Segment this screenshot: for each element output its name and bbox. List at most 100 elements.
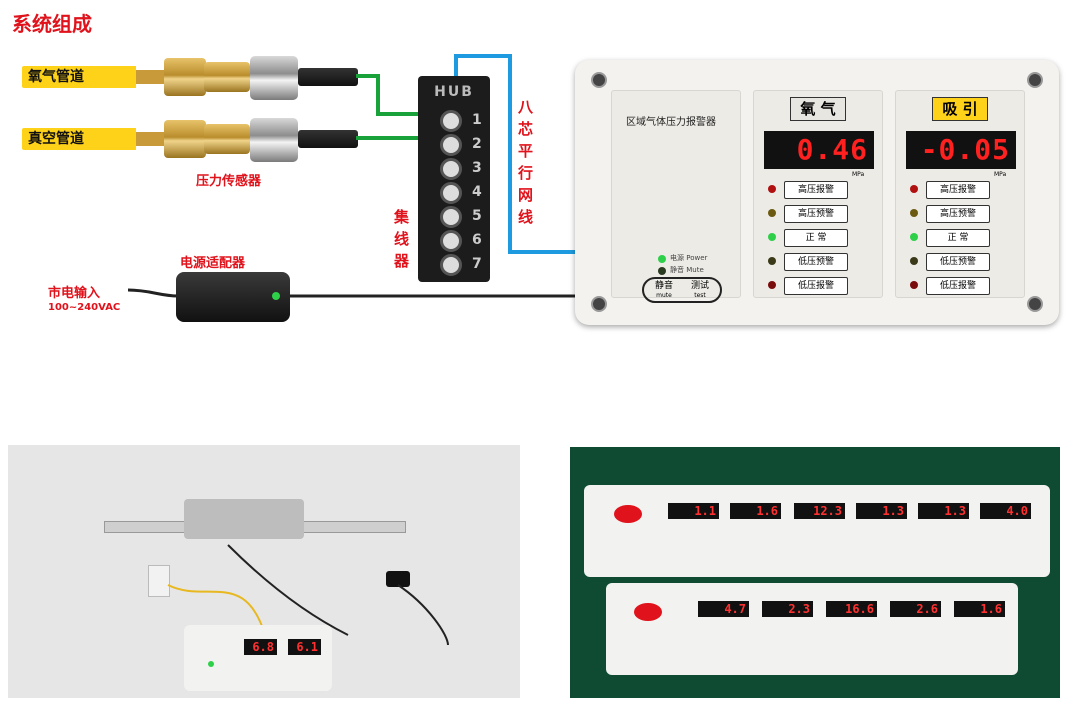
status-led [910,233,918,241]
low-alarm-indicator: 低压报警 [926,277,990,295]
hub-label-char: 集 [394,206,410,228]
status-led [910,281,918,289]
panel-name: 区域气体压力报警器 [626,113,716,128]
button-group: 静音 mute 测试 test [642,277,722,303]
hub-port [440,254,462,276]
mini-display: 6.1 [288,639,321,655]
power-led [658,255,666,263]
mini-display: 1.1 [668,503,719,519]
low-warning-indicator: 低压预警 [784,253,848,271]
panel-row-2: 4.7 2.3 16.6 2.6 1.6 [606,583,1018,675]
screw [591,72,607,88]
low-alarm-indicator: 低压报警 [784,277,848,295]
unit-label: MPa [994,171,1006,178]
cable-label-char: 网 [518,184,534,206]
test-button-label-en: test [684,291,716,301]
channel-title: 吸 引 [932,97,988,121]
panel-row-1: 1.1 1.6 12.3 1.3 1.3 4.0 [584,485,1050,577]
hub-port-number: 5 [472,208,482,224]
adapter-label: 电源适配器 [180,252,245,271]
hub-label-char: 线 [394,228,410,250]
mini-display: 16.6 [826,601,877,617]
mute-button-label-en: mute [648,291,680,301]
pressure-display: 0.46 [764,131,874,169]
hub: HUB 1 2 3 4 5 6 7 [418,76,490,282]
hub-port [440,110,462,132]
hub-port-number: 6 [472,232,482,248]
mini-display: 1.6 [954,601,1005,617]
control-section: 区域气体压力报警器 电源 Power 静音 Mute 静音 mute 测试 te… [611,90,741,298]
cable-label-char: 芯 [518,118,534,140]
mini-power-led [208,661,214,667]
high-warning-indicator: 高压预警 [926,205,990,223]
black-cable [228,545,348,635]
ry-logo [614,505,642,523]
cable-label-char: 八 [518,96,534,118]
photo-panels: 1.1 1.6 12.3 1.3 1.3 4.0 4.7 2.3 16.6 2.… [570,447,1060,698]
mini-display: 1.3 [856,503,907,519]
mains-label: 市电输入 [48,282,100,301]
high-alarm-indicator: 高压报警 [784,181,848,199]
test-button-label: 测试 [684,281,716,291]
screw [1027,72,1043,88]
hub-port [440,134,462,156]
status-led [768,209,776,217]
alarm-panel: 区域气体压力报警器 电源 Power 静音 Mute 静音 mute 测试 te… [575,60,1059,325]
mini-display: 1.6 [730,503,781,519]
hub-port-number: 3 [472,160,482,176]
high-alarm-indicator: 高压报警 [926,181,990,199]
mini-display: 2.3 [762,601,813,617]
hub-label: 集 线 器 [394,206,410,272]
hub-port-number: 1 [472,112,482,128]
mute-led [658,267,666,275]
unit-label: MPa [852,171,864,178]
channel-oxygen: 氧 气 0.46 MPa 高压报警 高压预警 正 常 低压预警 低压报警 [753,90,883,298]
test-button[interactable]: 测试 test [684,281,716,301]
mini-alarm-panel: 6.8 6.1 [184,625,332,691]
mains-spec: 100~240VAC [48,302,120,313]
mini-display: 4.7 [698,601,749,617]
channel-title: 氧 气 [790,97,846,121]
cable-label-char: 线 [518,206,534,228]
hub-port [440,230,462,252]
low-warning-indicator: 低压预警 [926,253,990,271]
status-led [768,233,776,241]
status-led [768,281,776,289]
mini-display: 6.8 [244,639,277,655]
mini-display: 1.3 [918,503,969,519]
status-led [910,257,918,265]
adapter-led [272,292,280,300]
hub-port [440,158,462,180]
status-led [768,185,776,193]
mini-display: 12.3 [794,503,845,519]
status-led [768,257,776,265]
hub-port-number: 4 [472,184,482,200]
normal-indicator: 正 常 [784,229,848,247]
pressure-display: -0.05 [906,131,1016,169]
hub-port [440,182,462,204]
status-led [910,209,918,217]
mains-cable [128,290,178,296]
mini-display: 2.6 [890,601,941,617]
mute-label: 静音 Mute [670,265,704,275]
normal-indicator: 正 常 [926,229,990,247]
black-cable [398,585,448,645]
screw [591,296,607,312]
mute-button-label: 静音 [648,281,680,291]
power-adapter [176,272,290,322]
channel-suction: 吸 引 -0.05 MPa 高压报警 高压预警 正 常 低压预警 低压报警 [895,90,1025,298]
hub-label-char: 器 [394,250,410,272]
status-led [910,185,918,193]
hub-port-number: 2 [472,136,482,152]
cable-label-char: 平 [518,140,534,162]
mini-display: 4.0 [980,503,1031,519]
high-warning-indicator: 高压预警 [784,205,848,223]
hub-port-number: 7 [472,256,482,272]
ry-logo [634,603,662,621]
photo-installation: 6.8 6.1 [8,445,520,698]
cable-label: 八 芯 平 行 网 线 [518,96,534,228]
cable-label-char: 行 [518,162,534,184]
hub-port [440,206,462,228]
mute-button[interactable]: 静音 mute [648,281,680,301]
power-label: 电源 Power [670,253,707,263]
